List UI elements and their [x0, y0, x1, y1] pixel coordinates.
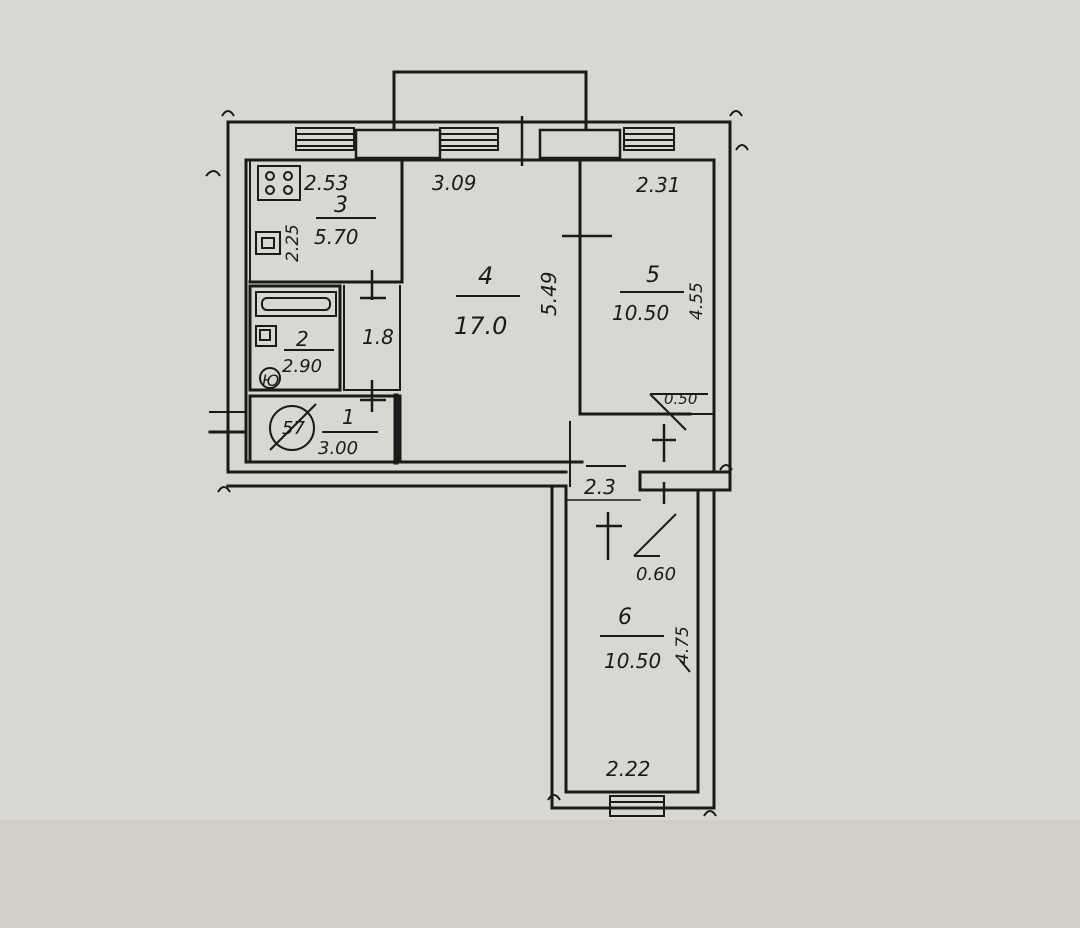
room-5-number: 5 [646, 263, 660, 288]
wc-area: 1.8 [362, 325, 394, 349]
windows [295, 127, 675, 817]
break-marks [205, 110, 749, 817]
room-6-width: 2.22 [606, 757, 651, 781]
window-icon [609, 795, 665, 817]
room-1-area: 3.00 [318, 438, 358, 459]
room-6-length: 4.75 [673, 626, 693, 664]
room-5-area: 10.50 [612, 301, 669, 325]
balcony [392, 70, 588, 130]
window-icon [295, 127, 355, 151]
bathtub-icon [255, 291, 337, 317]
room-4-number: 4 [478, 262, 493, 290]
room-6-number: 6 [618, 605, 632, 630]
closet-a-area: 0.50 [664, 390, 697, 408]
closet-b-area: 0.60 [636, 564, 676, 585]
door-marks [360, 116, 676, 560]
sink-icon [255, 231, 281, 255]
closet-marks [633, 393, 708, 673]
room-5-length: 4.55 [687, 282, 707, 320]
room-3-length: 2.25 [283, 224, 303, 262]
room-4-width: 3.09 [432, 171, 477, 195]
room-2-number: 2 [296, 327, 309, 351]
stove-icon [257, 165, 301, 201]
room-3-number: 3 [334, 193, 348, 218]
fixtures [255, 165, 337, 451]
washbasin-icon [255, 325, 277, 347]
room-1-number: 1 [342, 405, 355, 429]
gas-meter-label: 57 [282, 418, 305, 439]
paper-shadow [0, 820, 1080, 928]
room-3-area: 5.70 [314, 225, 359, 249]
room-5-width: 2.31 [636, 173, 681, 197]
room-6-area: 10.50 [604, 649, 661, 673]
wall-segment [638, 470, 732, 492]
labels: 2.53 3 5.70 2.25 3.09 4 17.0 5.49 2.31 5… [262, 171, 707, 781]
hall-area: 2.3 [584, 475, 616, 499]
room-4-length: 5.49 [537, 271, 561, 316]
room-3-width: 2.53 [304, 171, 349, 195]
boiler-label: Ю [262, 371, 279, 390]
water-heater-icon [259, 367, 281, 389]
window-icon [623, 127, 675, 151]
room-2-area: 2.90 [282, 356, 322, 377]
room-4-area: 17.0 [454, 312, 507, 340]
walls [208, 70, 732, 810]
gas-meter-icon [269, 403, 317, 451]
